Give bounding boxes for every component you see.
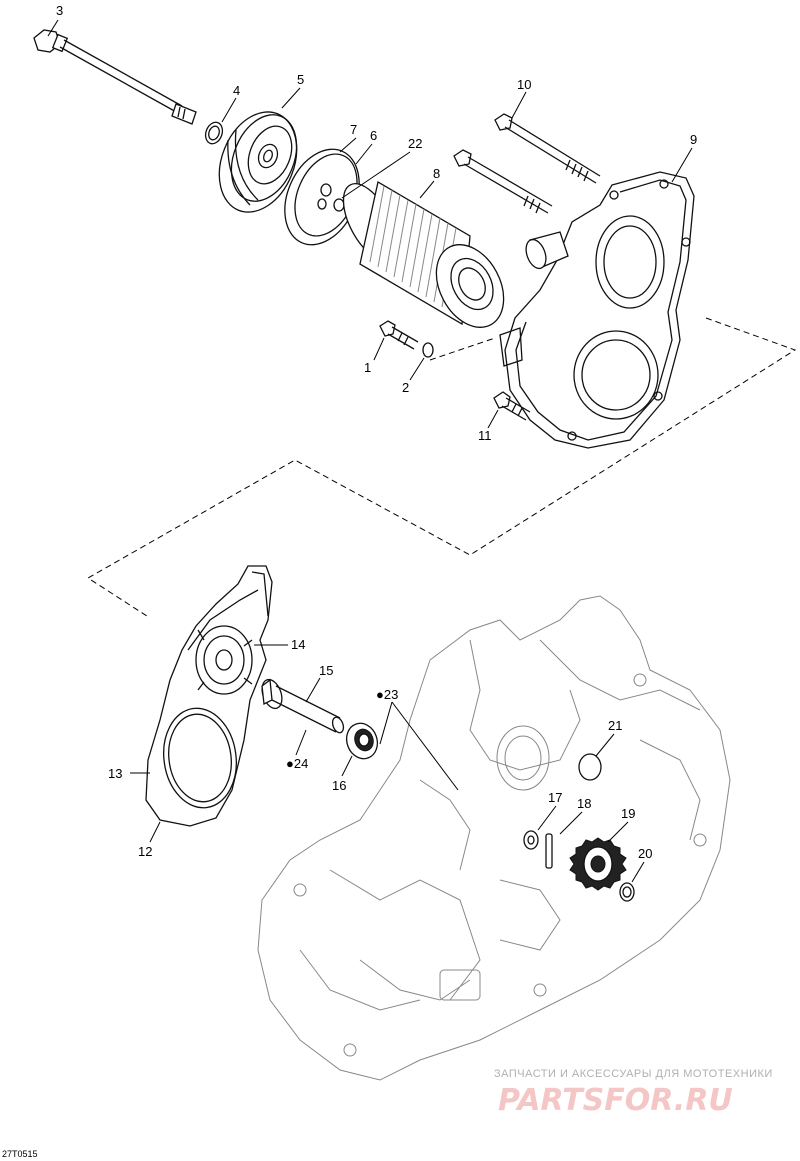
watermark-tagline: ЗАПЧАСТИ И АКСЕССУАРЫ ДЛЯ МОТОТЕХНИКИ	[494, 1068, 773, 1080]
callout-21: 21	[608, 718, 622, 733]
part-5-filter-cap	[218, 111, 298, 213]
leader-lines	[47, 19, 693, 883]
watermark: ЗАПЧАСТИ И АКСЕССУАРЫ ДЛЯ МОТОТЕХНИКИ PA…	[494, 1068, 773, 1118]
part-21-circlip	[578, 753, 602, 781]
engine-crankcase	[257, 595, 731, 1081]
callout-8: 8	[433, 166, 440, 181]
part-14-impeller	[195, 625, 253, 695]
part-8-oil-filter	[342, 180, 505, 328]
drawing-code: 27T0515	[2, 1149, 38, 1159]
callout-6: 6	[370, 128, 377, 143]
part-10-cover-bolts	[453, 113, 601, 214]
callout-3: 3	[56, 3, 63, 18]
callout-12: 12	[138, 844, 152, 859]
part-17-washer	[523, 830, 539, 850]
callout-22: 22	[408, 136, 422, 151]
callout-11: 11	[478, 428, 492, 443]
callout-9: 9	[690, 132, 697, 147]
callout-13: 13	[108, 766, 122, 781]
callout-23: ●23	[376, 687, 398, 702]
part-9-engine-cover	[499, 171, 695, 449]
callout-14: 14	[291, 637, 305, 652]
assembly-reference-lines	[87, 317, 797, 619]
part-20-circlip	[619, 882, 635, 902]
part-19-drive-gear	[569, 837, 627, 891]
callout-20: 20	[638, 846, 652, 861]
part-3-long-bolt	[33, 29, 197, 125]
part-7-gasket	[284, 148, 360, 246]
callout-19: 19	[621, 806, 635, 821]
callout-10: 10	[517, 77, 531, 92]
part-16-oil-seal	[345, 722, 379, 760]
part-11-bolt	[493, 391, 531, 421]
callout-5: 5	[297, 72, 304, 87]
watermark-logo: PARTSFOR.RU	[498, 1083, 733, 1118]
callout-4: 4	[233, 83, 240, 98]
callout-2: 2	[402, 380, 409, 395]
part-6-o-ring	[317, 183, 345, 212]
callout-18: 18	[577, 796, 591, 811]
callout-17: 17	[548, 790, 562, 805]
callout-24: ●24	[286, 756, 308, 771]
part-18-needle-pin	[545, 833, 553, 869]
callout-7: 7	[350, 122, 357, 137]
part-12-gasket	[145, 565, 273, 827]
part-4-o-ring	[204, 121, 224, 145]
callout-16: 16	[332, 778, 346, 793]
oil-drop-icon: ●	[376, 687, 384, 702]
part-1-bolt	[379, 320, 419, 350]
oil-drop-icon: ●	[286, 756, 294, 771]
callout-15: 15	[319, 663, 333, 678]
callout-1: 1	[364, 360, 371, 375]
callout-numbers: 3 4 5 7 6 22 8 10 9 1 2 11 14 15 ●23 ●24…	[56, 3, 697, 861]
part-2-washer	[422, 342, 434, 358]
part-15-water-pump-shaft	[261, 678, 345, 734]
